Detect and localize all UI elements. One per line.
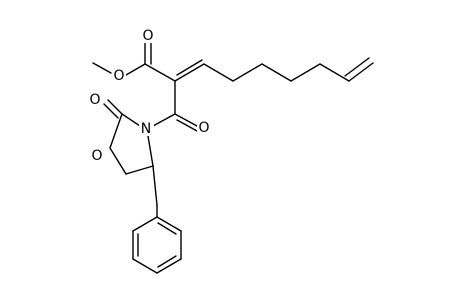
bond-ring-c-o (109, 113, 123, 149)
bond-acyl-o-a (174, 113, 198, 127)
atom-o-ester-carbonyl-bg (141, 27, 155, 43)
atom-o-acyl-bg (197, 119, 211, 135)
bond-layer (92, 41, 374, 274)
bond-terminal-alkene-a (348, 62, 374, 82)
bond-ch-benzyl-ch2 (152, 165, 158, 206)
atom-o-ring-label: O (91, 148, 102, 164)
atom-n-ring-bg (139, 120, 154, 136)
bond-benzene-4 (132, 258, 158, 274)
bond-o-ester-carbon (125, 63, 146, 76)
bond-chain-5 (319, 63, 350, 82)
atom-o-ring-bg (90, 147, 104, 163)
atom-o-ester-carbonyl-label: O (142, 28, 153, 44)
bond-alpha-vinyl-b (176, 59, 203, 76)
atom-n-ring: N (139, 120, 154, 137)
atom-labels: O O O N O O (88, 27, 211, 164)
bond-benzene-inner-1 (157, 222, 177, 235)
bond-terminal-alkene-b (344, 57, 370, 77)
atom-o-acyl-label: O (198, 120, 209, 136)
atom-o-ester-methoxy-bg (112, 67, 126, 83)
atom-o-ring: O (90, 147, 104, 164)
atom-o-ester-methoxy-label: O (113, 68, 124, 84)
bond-chain-4 (290, 63, 321, 82)
bond-ester-to-alpha (144, 63, 176, 82)
bond-chain-1 (203, 63, 234, 82)
atom-o-acyl: O (197, 119, 211, 136)
atom-o-ester-carbonyl: O (141, 27, 155, 44)
bond-n-ring-carbonyl-c (121, 113, 141, 127)
bond-acyl-o-b (176, 119, 198, 132)
bond-benzene-3 (156, 258, 182, 274)
bond-methyl-o (92, 62, 112, 74)
atom-o-ring-carbonyl-bg (88, 91, 102, 107)
bond-benzene-1 (156, 216, 182, 232)
bond-benzene-inner-2 (157, 255, 177, 268)
bond-alpha-vinyl-a (174, 63, 205, 82)
bond-benzene-6 (132, 216, 158, 232)
bond-acyl-n (152, 113, 176, 127)
bond-ring-carbonyl-a (107, 99, 123, 115)
atom-o-ring-carbonyl: O (88, 91, 102, 108)
bond-ring-ch-n (147, 135, 154, 167)
bond-chain-3 (261, 63, 292, 82)
bond-ring-carbonyl-b (103, 103, 119, 119)
bond-chain-2 (232, 63, 263, 82)
atom-o-ring-carbonyl-label: O (89, 92, 100, 108)
atom-n-ring-label: N (141, 121, 151, 137)
bond-ring-o-ch2 (109, 147, 127, 175)
bond-ring-ch2-ch (125, 165, 154, 175)
atom-o-ester-methoxy: O (112, 67, 126, 84)
